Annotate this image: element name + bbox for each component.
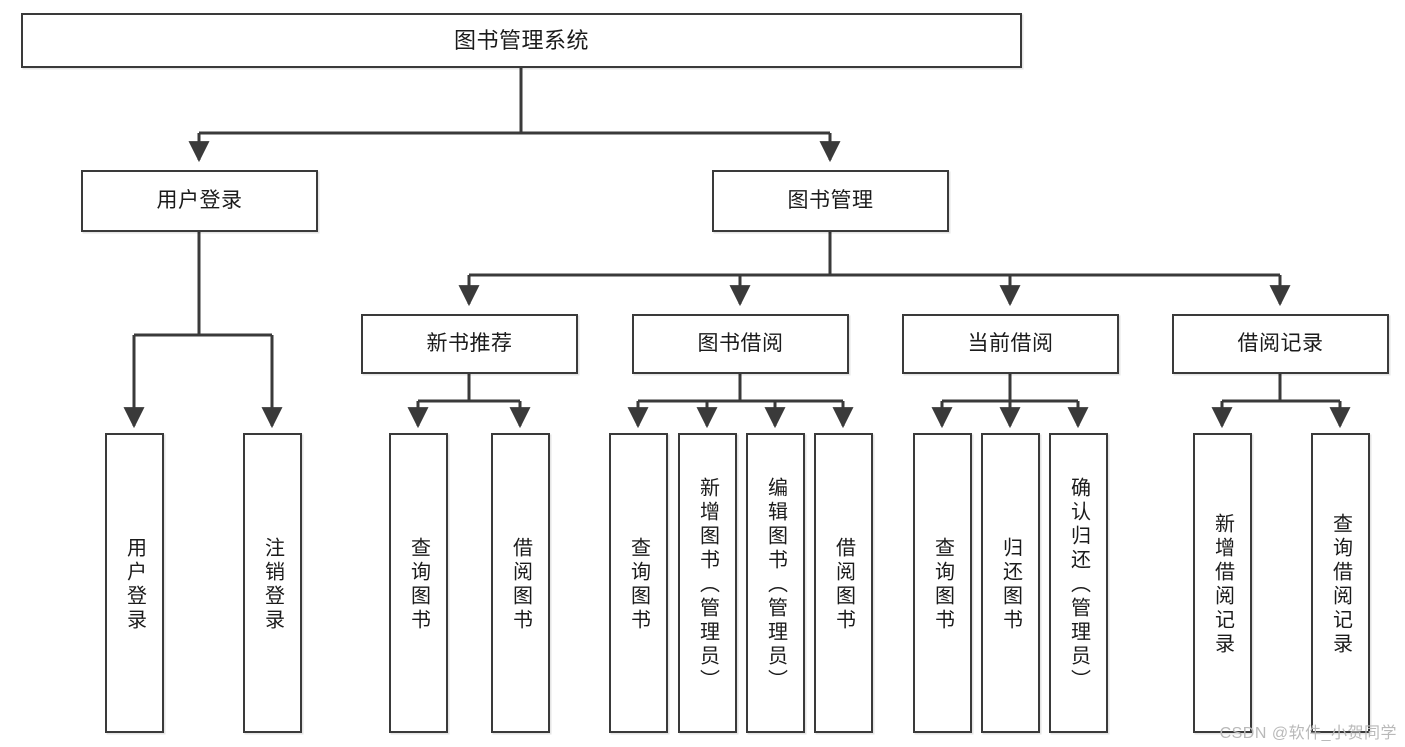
node-label: 用户登录 — [156, 188, 243, 212]
node-new-book-recommend[interactable]: 新书推荐 — [361, 314, 578, 374]
node-label: 编辑图书（管理员） — [764, 477, 787, 693]
node-root-system[interactable]: 图书管理系统 — [21, 13, 1022, 68]
node-book-management[interactable]: 图书管理 — [712, 170, 949, 232]
node-label: 图书借阅 — [697, 331, 784, 355]
node-label: 用户登录 — [123, 537, 146, 633]
csdn-watermark: CSDN @软件_小贺同学 — [1219, 725, 1397, 742]
node-label: 确认归还（管理员） — [1067, 477, 1090, 693]
leaf-user-login-logout[interactable]: 注销登录 — [243, 433, 302, 733]
node-label: 借阅图书 — [832, 537, 855, 633]
node-label: 借阅图书 — [509, 537, 532, 633]
node-label: 查询借阅记录 — [1329, 513, 1352, 657]
node-label: 归还图书 — [999, 537, 1022, 633]
node-label: 查询图书 — [407, 537, 430, 633]
leaf-current-confirm-return-admin[interactable]: 确认归还（管理员） — [1049, 433, 1108, 733]
node-book-borrow[interactable]: 图书借阅 — [632, 314, 849, 374]
node-label: 借阅记录 — [1237, 331, 1324, 355]
node-borrow-record[interactable]: 借阅记录 — [1172, 314, 1389, 374]
node-label: 图书管理系统 — [453, 27, 589, 53]
leaf-current-query-book[interactable]: 查询图书 — [913, 433, 972, 733]
leaf-user-login-login[interactable]: 用户登录 — [105, 433, 164, 733]
node-label: 查询图书 — [627, 537, 650, 633]
node-label: 图书管理 — [787, 188, 874, 212]
leaf-recommend-borrow-book[interactable]: 借阅图书 — [491, 433, 550, 733]
node-label: 新增图书（管理员） — [696, 477, 719, 693]
node-label: 注销登录 — [261, 537, 284, 633]
node-current-borrow[interactable]: 当前借阅 — [902, 314, 1119, 374]
leaf-borrow-query-book[interactable]: 查询图书 — [609, 433, 668, 733]
leaf-borrow-borrow-book[interactable]: 借阅图书 — [814, 433, 873, 733]
leaf-current-return-book[interactable]: 归还图书 — [981, 433, 1040, 733]
leaf-record-query-record[interactable]: 查询借阅记录 — [1311, 433, 1370, 733]
leaf-borrow-add-book-admin[interactable]: 新增图书（管理员） — [678, 433, 737, 733]
node-label: 当前借阅 — [967, 331, 1054, 355]
node-label: 查询图书 — [931, 537, 954, 633]
node-label: 新书推荐 — [426, 331, 513, 355]
node-user-login[interactable]: 用户登录 — [81, 170, 318, 232]
leaf-borrow-edit-book-admin[interactable]: 编辑图书（管理员） — [746, 433, 805, 733]
node-label: 新增借阅记录 — [1211, 513, 1234, 657]
leaf-recommend-query-book[interactable]: 查询图书 — [389, 433, 448, 733]
leaf-record-add-record[interactable]: 新增借阅记录 — [1193, 433, 1252, 733]
